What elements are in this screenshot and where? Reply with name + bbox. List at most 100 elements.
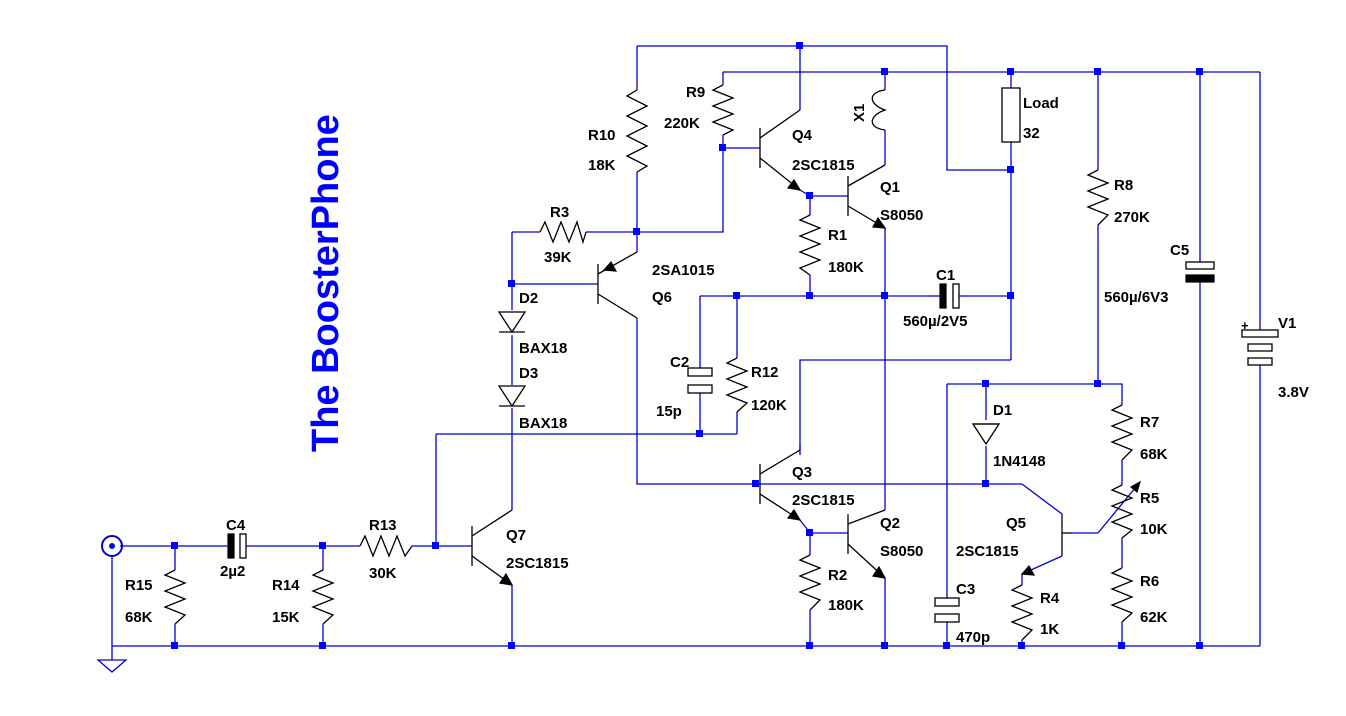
label-q1-value: S8050: [880, 207, 923, 224]
v1-battery-cell-1: [1241, 329, 1279, 338]
q3-transistor-symbol: [759, 449, 802, 521]
label-r14-value: 15K: [272, 609, 300, 626]
label-c3-ref: C3: [956, 581, 975, 598]
label-r10-value: 18K: [588, 157, 616, 174]
resistor-r13-symbol: [359, 534, 413, 558]
label-q4-value: 2SC1815: [792, 157, 855, 174]
label-q6-value: 2SA1015: [652, 262, 715, 279]
label-c5-value: 560µ/6V3: [1104, 289, 1169, 306]
label-d1-value: 1N4148: [993, 453, 1046, 470]
label-v1-ref: V1: [1278, 315, 1296, 332]
q2-transistor-symbol: [847, 509, 887, 579]
label-r15-value: 68K: [125, 609, 153, 626]
label-r4-value: 1K: [1040, 621, 1059, 638]
label-c4-value: 2µ2: [220, 563, 245, 580]
label-r9-value: 220K: [664, 115, 700, 132]
label-v1-value: 3.8V: [1278, 384, 1309, 401]
resistor-r5-symbol: [1110, 484, 1134, 539]
c3-plate-top: [934, 597, 960, 607]
label-r13-value: 30K: [369, 565, 397, 582]
label-q7-ref: Q7: [506, 527, 526, 544]
label-r3-ref: R3: [550, 204, 569, 221]
resistor-r2-symbol: [798, 554, 822, 611]
label-x1-ref: X1: [851, 104, 868, 122]
label-d3-value: BAX18: [519, 415, 567, 432]
c1-plate-minus: [952, 283, 960, 309]
label-r8-ref: R8: [1114, 177, 1133, 194]
c2-plate-top: [687, 367, 713, 377]
resistor-r4-symbol: [1010, 584, 1034, 641]
q1-transistor-symbol: [847, 164, 887, 229]
c5-plate-plus: [1185, 261, 1215, 270]
label-r5-ref: R5: [1140, 490, 1159, 507]
label-r12-ref: R12: [751, 364, 779, 381]
label-c5-ref: C5: [1170, 242, 1189, 259]
label-c2-value: 15p: [656, 403, 682, 420]
resistor-r14-symbol: [311, 569, 335, 625]
label-q7-value: 2SC1815: [506, 555, 569, 572]
v1-battery-cell-2: [1247, 343, 1273, 352]
resistor-r15-symbol: [163, 569, 187, 625]
label-c1-value: 560µ/2V5: [903, 313, 968, 330]
label-r14-ref: R14: [272, 577, 300, 594]
label-d2-ref: D2: [519, 290, 538, 307]
label-q4-ref: Q4: [792, 127, 813, 144]
label-r9-ref: R9: [686, 84, 705, 101]
resistor-r1-symbol: [798, 214, 822, 276]
x1-piezo-symbol: [871, 89, 887, 131]
resistor-r7-symbol: [1110, 404, 1134, 461]
label-q5-value: 2SC1815: [956, 543, 1019, 560]
label-r6-ref: R6: [1140, 573, 1159, 590]
q5-transistor-symbol: [1020, 514, 1072, 576]
label-r13-ref: R13: [369, 517, 397, 534]
label-r3-value: 39K: [544, 249, 572, 266]
c3-plate-bottom: [934, 613, 960, 623]
label-q3-ref: Q3: [792, 464, 812, 481]
label-r2-value: 180K: [828, 597, 864, 614]
label-q6-ref: Q6: [652, 289, 672, 306]
d1-diode-symbol: [971, 423, 1001, 446]
component-labels: R9 220K R10 18K Q4 2SC1815 X1 Load 32 Q1…: [125, 84, 1309, 646]
label-c4-ref: C4: [226, 517, 246, 534]
v1-battery-cell-3: [1247, 357, 1273, 366]
junction-dots: [171, 42, 1203, 649]
wires: [111, 45, 1261, 660]
label-q1-ref: Q1: [880, 179, 900, 196]
label-q3-value: 2SC1815: [792, 492, 855, 509]
label-load-value: 32: [1023, 125, 1040, 142]
label-r7-value: 68K: [1140, 446, 1168, 463]
d3-diode-symbol: [497, 385, 527, 408]
label-r15-ref: R15: [125, 577, 153, 594]
label-r12-value: 120K: [751, 397, 787, 414]
label-r1-value: 180K: [828, 259, 864, 276]
diagram-title: The BoosterPhone: [305, 114, 347, 452]
c2-plate-bottom: [687, 384, 713, 394]
load-resistor-symbol: [1001, 87, 1021, 143]
label-q2-value: S8050: [880, 543, 923, 560]
q6-transistor-symbol: [597, 251, 638, 319]
label-c3-value: 470p: [956, 629, 990, 646]
label-r2-ref: R2: [828, 567, 847, 584]
label-d3-ref: D3: [519, 365, 538, 382]
label-r10-ref: R10: [588, 127, 616, 144]
q7-transistor-symbol: [471, 509, 514, 586]
v1-plus-marker: +: [1241, 318, 1249, 333]
label-r8-value: 270K: [1114, 209, 1150, 226]
label-q2-ref: Q2: [880, 515, 900, 532]
input-connector-icon: [101, 535, 123, 557]
label-r7-ref: R7: [1140, 414, 1159, 431]
resistor-r6-symbol: [1110, 567, 1134, 623]
label-c1-ref: C1: [936, 267, 955, 284]
component-symbols: +: [96, 84, 1279, 673]
resistor-r10-symbol: [625, 89, 649, 173]
resistor-r3-symbol: [539, 220, 587, 245]
ground-icon: [96, 659, 128, 673]
d2-diode-symbol: [497, 311, 527, 334]
r5-wiper-arrow: [1129, 480, 1141, 494]
c1-plate-plus: [939, 283, 947, 309]
label-r4-ref: R4: [1040, 590, 1060, 607]
q4-transistor-symbol: [759, 109, 802, 191]
label-r5-value: 10K: [1140, 521, 1168, 538]
label-d2-value: BAX18: [519, 340, 567, 357]
